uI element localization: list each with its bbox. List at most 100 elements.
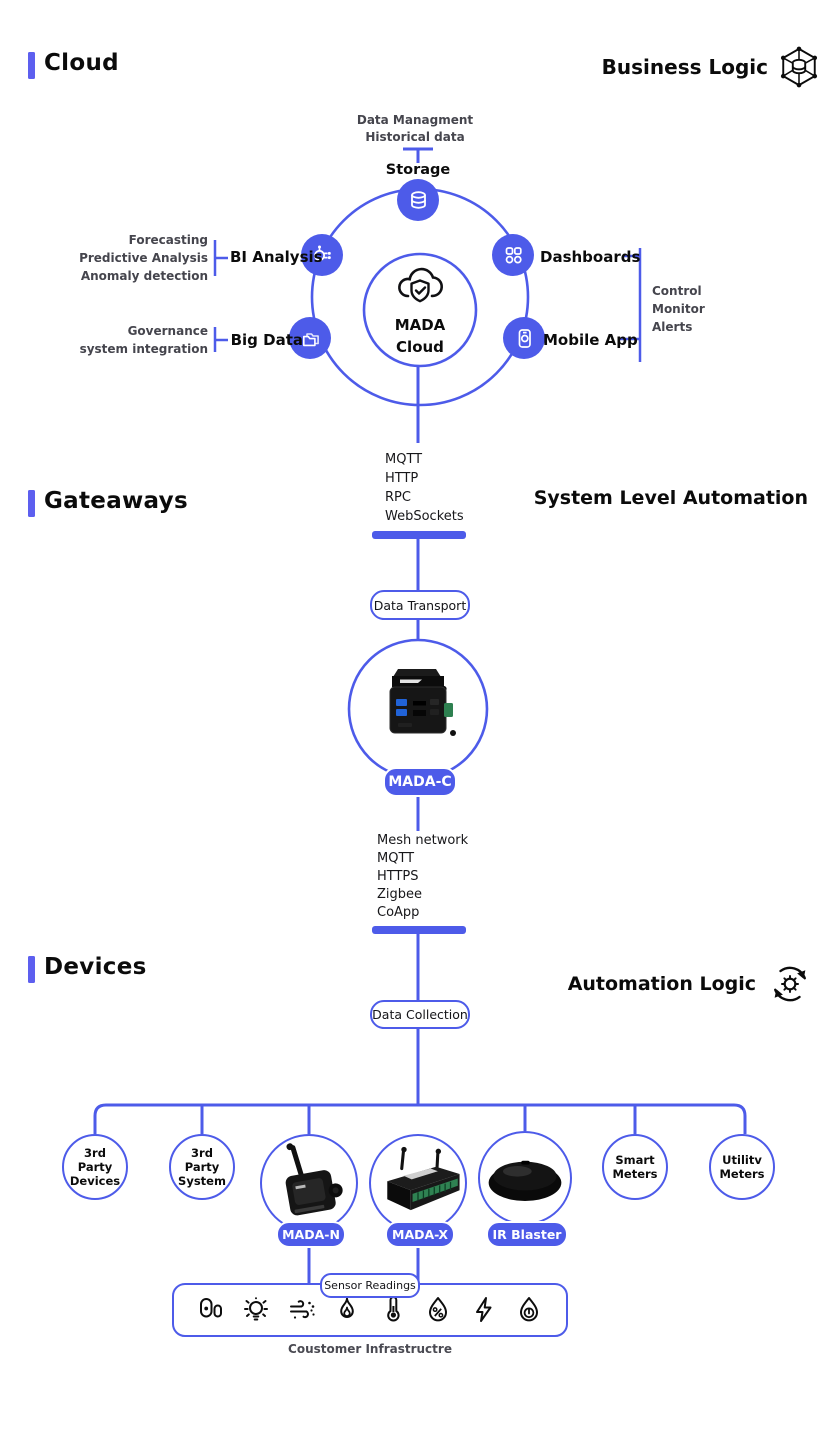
mada-n-device-photo xyxy=(285,1143,343,1216)
gateways-section-accent-bar xyxy=(28,490,35,517)
dashboards-node xyxy=(492,234,534,276)
storage-note: Data Managment Historical data xyxy=(295,112,535,146)
protocol-item: WebSockets xyxy=(385,509,464,524)
ir-blaster-circle xyxy=(478,1131,572,1225)
thermometer-icon xyxy=(378,1295,408,1325)
mada-x-label: MADA-X xyxy=(392,1227,448,1242)
mada-c-chip: MADA-C xyxy=(383,767,457,797)
big-data-notes: Governance system integration xyxy=(60,322,208,358)
ai-hub-icon xyxy=(311,244,334,267)
storage-note-line: Historical data xyxy=(365,130,465,144)
ir-blaster-device-photo xyxy=(488,1160,562,1201)
energy-bolt-icon xyxy=(469,1295,499,1325)
business-logic-label: Business Logic xyxy=(601,55,768,79)
humidity-icon xyxy=(423,1295,453,1325)
bi-analysis-label: BI Analysis xyxy=(230,248,323,266)
data-transport-label: Data Transport xyxy=(373,597,467,613)
door-sensor-icon xyxy=(196,1295,226,1325)
storage-label: Storage xyxy=(385,162,451,178)
ir-blaster-label: IR Blaster xyxy=(492,1227,562,1242)
device-protocols-list: Mesh network MQTT HTTPS Zigbee CoApp xyxy=(377,832,468,922)
hub-name: MADA xyxy=(394,316,446,334)
hexagon-network-icon xyxy=(778,46,820,88)
storage-note-line: Data Managment xyxy=(356,113,474,127)
light-bulb-icon xyxy=(241,1295,271,1325)
folders-icon xyxy=(299,327,322,350)
note-line: Forecasting xyxy=(128,233,208,247)
note-line: Governance xyxy=(127,324,208,338)
utility-meters-circle: Utilitv Meters xyxy=(709,1134,775,1200)
circle-label-line: 3rd xyxy=(84,1146,106,1160)
dashboard-grid-icon xyxy=(502,244,525,267)
mada-n-circle xyxy=(260,1134,358,1232)
storage-node xyxy=(397,179,439,221)
protocol-item: HTTP xyxy=(385,471,419,486)
air-quality-icon xyxy=(287,1295,317,1325)
water-pressure-icon xyxy=(514,1295,544,1325)
cloud-section-title: Cloud xyxy=(44,50,119,76)
sensor-readings-label: Sensor Readings xyxy=(324,1279,416,1292)
smartphone-icon xyxy=(513,327,536,350)
customer-infrastructure-caption: Coustomer Infrastructre xyxy=(288,1342,452,1356)
devices-section-accent-bar xyxy=(28,956,35,983)
mobile-app-label: Mobile App xyxy=(543,331,638,349)
protocol-item: Mesh network xyxy=(377,833,469,848)
note-line: Predictive Analysis xyxy=(79,251,208,265)
circle-label-line: Meters xyxy=(612,1167,658,1181)
note-line: Alerts xyxy=(652,320,693,334)
circle-label-line: Utilitv xyxy=(722,1153,762,1167)
mada-cloud-hub: MADA Cloud xyxy=(370,262,470,358)
devices-section-title: Devices xyxy=(44,954,147,980)
circle-label-line: Devices xyxy=(69,1174,121,1188)
note-line: Control xyxy=(652,284,702,298)
control-monitor-alerts-notes: Control Monitor Alerts xyxy=(652,282,705,336)
protocol-item: Zigbee xyxy=(377,887,423,902)
note-line: Anomaly detection xyxy=(80,269,208,283)
protocol-item: HTTPS xyxy=(377,869,419,884)
circle-label-line: Party xyxy=(184,1160,220,1174)
bi-analysis-notes: Forecasting Predictive Analysis Anomaly … xyxy=(60,231,208,285)
data-collection-pill: Data Collection xyxy=(370,1000,470,1029)
circle-label-line: System xyxy=(178,1174,226,1188)
flame-icon xyxy=(332,1295,362,1325)
dashboards-label: Dashboards xyxy=(540,248,641,266)
circle-label-line: Party xyxy=(77,1160,113,1174)
protocol-item: CoApp xyxy=(377,905,420,920)
data-transport-pill: Data Transport xyxy=(370,590,470,620)
database-icon xyxy=(407,189,430,212)
mada-n-chip: MADA-N xyxy=(276,1221,346,1248)
third-party-system-circle: 3rd Party System xyxy=(169,1134,235,1200)
gateways-section-title: Gateaways xyxy=(44,488,188,514)
ir-blaster-chip: IR Blaster xyxy=(486,1221,568,1248)
big-data-label: Big Data xyxy=(230,331,303,349)
note-line: system integration xyxy=(79,342,208,356)
circle-label-line: Meters xyxy=(719,1167,765,1181)
big-data-node xyxy=(289,317,331,359)
gear-sync-icon xyxy=(768,962,812,1006)
protocol-item: MQTT xyxy=(377,851,415,866)
note-line: Monitor xyxy=(652,302,705,316)
circle-label-line: Smart xyxy=(615,1153,655,1167)
automation-logic-label: Automation Logic xyxy=(567,973,756,995)
mada-x-chip: MADA-X xyxy=(385,1221,455,1248)
cloud-shield-icon xyxy=(394,262,446,310)
mada-n-label: MADA-N xyxy=(282,1227,340,1242)
system-level-automation-label: System Level Automation xyxy=(533,487,808,509)
data-collection-label: Data Collection xyxy=(372,1007,468,1022)
mada-c-label: MADA-C xyxy=(388,774,452,790)
protocol-item: MQTT xyxy=(385,452,423,467)
mada-x-circle xyxy=(369,1134,467,1232)
cloud-protocols-list: MQTT HTTP RPC WebSockets xyxy=(385,450,464,526)
sensor-readings-pill: Sensor Readings xyxy=(320,1273,420,1298)
automation-logic-header: Automation Logic xyxy=(500,962,812,1006)
hub-name2: Cloud xyxy=(396,338,444,356)
mobile-app-node xyxy=(503,317,545,359)
bi-analysis-node xyxy=(301,234,343,276)
third-party-devices-circle: 3rd Party Devices xyxy=(62,1134,128,1200)
business-logic-header: Business Logic xyxy=(540,46,820,88)
cloud-section-accent-bar xyxy=(28,52,35,79)
mada-x-device-photo xyxy=(387,1146,460,1211)
smart-meters-circle: Smart Meters xyxy=(602,1134,668,1200)
mada-c-device-photo xyxy=(368,659,468,759)
